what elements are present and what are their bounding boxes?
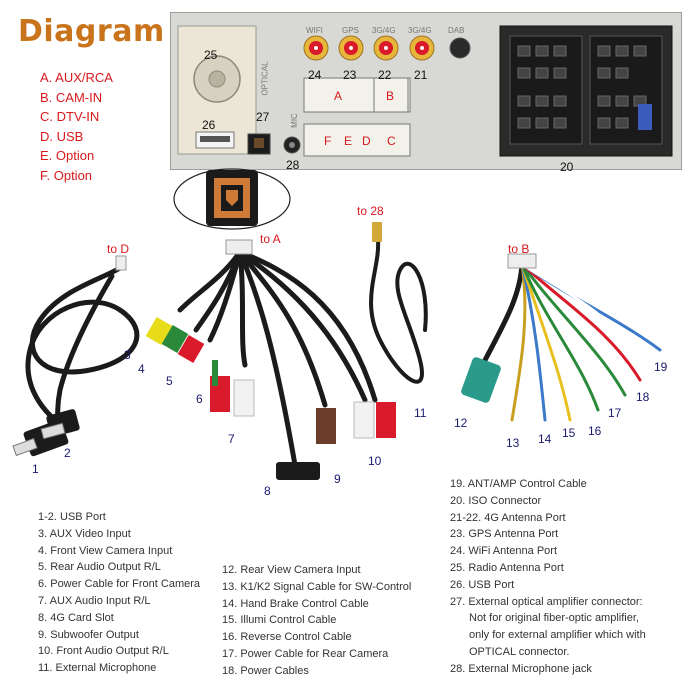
antenna-label-wifi: WIFI: [306, 26, 323, 35]
port-number-24: 24: [308, 68, 322, 82]
cable-target-to-d: to D: [107, 242, 130, 256]
port-number-26: 26: [202, 118, 216, 132]
antenna-label-gps: GPS: [342, 26, 359, 35]
list-item: 18. Power Cables: [222, 664, 309, 677]
cable-number-8: 8: [264, 484, 271, 498]
list-item: 19. ANT/AMP Control Cable: [450, 478, 587, 490]
list-item: Not for original fiber-optic amplifier,: [469, 612, 639, 625]
cable-list-right: 19. ANT/AMP Control Cable 20. ISO Connec…: [450, 476, 646, 678]
cable-target-to-b: to B: [508, 242, 530, 256]
cable-number-17: 17: [608, 406, 622, 420]
cable-number-3: 3: [124, 348, 131, 362]
cable-number-2: 2: [64, 446, 71, 460]
cable-number-16: 16: [588, 424, 602, 438]
diagram-title: Diagram: [18, 14, 165, 49]
port-number-23: 23: [343, 68, 357, 82]
list-item: 9. Subwoofer Output: [38, 628, 139, 641]
optical-port-zoom-illustration: [173, 168, 291, 230]
connector-legend: A. AUX/RCA B. CAM-IN C. DTV-IN D. USB E.…: [40, 68, 113, 186]
port-number-28: 28: [286, 158, 300, 172]
list-item: 15. Illumi Control Cable: [222, 614, 337, 627]
port-number-27: 27: [256, 110, 270, 124]
list-item: 13. K1/K2 Signal Cable for SW-Control: [222, 580, 412, 593]
cable-number-13: 13: [506, 436, 520, 450]
cable-number-9: 9: [334, 472, 341, 486]
panel-text-mic: MIC: [289, 113, 299, 128]
legend-item-d: D. USB: [40, 128, 84, 144]
legend-item-b: B. CAM-IN: [40, 89, 103, 105]
cable-number-10: 10: [368, 454, 382, 468]
connector-letter-a: A: [334, 89, 343, 103]
list-item: 21-22. 4G Antenna Port: [450, 511, 566, 524]
cable-number-15: 15: [562, 426, 576, 440]
port-number-20: 20: [560, 160, 574, 174]
cable-number-6: 6: [196, 392, 203, 406]
port-number-22: 22: [378, 68, 392, 82]
list-item: 5. Rear Audio Output R/L: [38, 561, 161, 574]
list-item: 24. WiFi Antenna Port: [450, 545, 557, 558]
antenna-label-4g-a: 3G/4G: [372, 26, 396, 35]
list-item: 8. 4G Card Slot: [38, 611, 114, 624]
antenna-label-dab: DAB: [448, 26, 465, 35]
list-item: only for external amplifier which with: [469, 629, 646, 642]
list-item: 7. AUX Audio Input R/L: [38, 594, 151, 607]
legend-item-a: A. AUX/RCA: [40, 70, 113, 85]
legend-item-f: F. Option: [40, 167, 93, 183]
antenna-ports: [303, 35, 471, 61]
cable-number-12: 12: [454, 416, 468, 430]
cable-number-7: 7: [228, 432, 235, 446]
cable-number-11: 11: [414, 406, 427, 420]
list-item: 27. External optical amplifier connector…: [450, 595, 643, 608]
connector-letter-c: C: [387, 134, 396, 148]
cable-number-4: 4: [138, 362, 145, 376]
list-item: 1-2. USB Port: [38, 511, 106, 523]
connector-letter-f: F: [324, 134, 332, 148]
connector-letter-b: B: [386, 89, 395, 103]
port-number-21: 21: [414, 68, 428, 82]
list-item: 26. USB Port: [450, 578, 515, 591]
list-item: 23. GPS Antenna Port: [450, 528, 559, 541]
list-item: 16. Reverse Control Cable: [222, 631, 352, 644]
list-item: 17. Power Cable for Rear Camera: [222, 647, 389, 660]
connector-letter-d: D: [362, 134, 371, 148]
list-item: 20. ISO Connector: [450, 494, 542, 507]
cable-number-1: 1: [32, 462, 39, 476]
cable-list-middle: 12. Rear View Camera Input 13. K1/K2 Sig…: [222, 562, 411, 680]
cable-number-18: 18: [636, 390, 650, 404]
list-item: 10. Front Audio Output R/L: [38, 645, 169, 658]
list-item: 6. Power Cable for Front Camera: [38, 578, 201, 591]
list-item: 14. Hand Brake Control Cable: [222, 597, 369, 610]
list-item: 28. External Microphone jack: [450, 662, 592, 675]
list-item: 3. AUX Video Input: [38, 527, 131, 540]
cables-illustration: [12, 222, 662, 480]
antenna-label-4g-b: 3G/4G: [408, 26, 432, 35]
cable-target-to-a: to A: [260, 232, 281, 246]
legend-item-e: E. Option: [40, 148, 95, 164]
port-number-25: 25: [204, 48, 218, 62]
list-item: OPTICAL connector.: [469, 645, 570, 658]
cable-target-to-28: to 28: [357, 204, 384, 218]
list-item: 11. External Microphone: [38, 662, 157, 675]
list-item: 25. Radio Antenna Port: [450, 561, 564, 574]
list-item: 4. Front View Camera Input: [38, 544, 173, 557]
cable-number-19: 19: [654, 360, 668, 374]
list-item: 12. Rear View Camera Input: [222, 564, 361, 576]
cable-number-14: 14: [538, 432, 552, 446]
rear-panel-illustration: [170, 12, 682, 170]
connector-letter-e: E: [344, 134, 353, 148]
cable-list-left: 1-2. USB Port 3. AUX Video Input 4. Fron…: [38, 509, 200, 677]
legend-item-c: C. DTV-IN: [40, 109, 100, 125]
panel-text-optical: OPTICAL: [260, 61, 270, 96]
cable-number-5: 5: [166, 374, 173, 388]
